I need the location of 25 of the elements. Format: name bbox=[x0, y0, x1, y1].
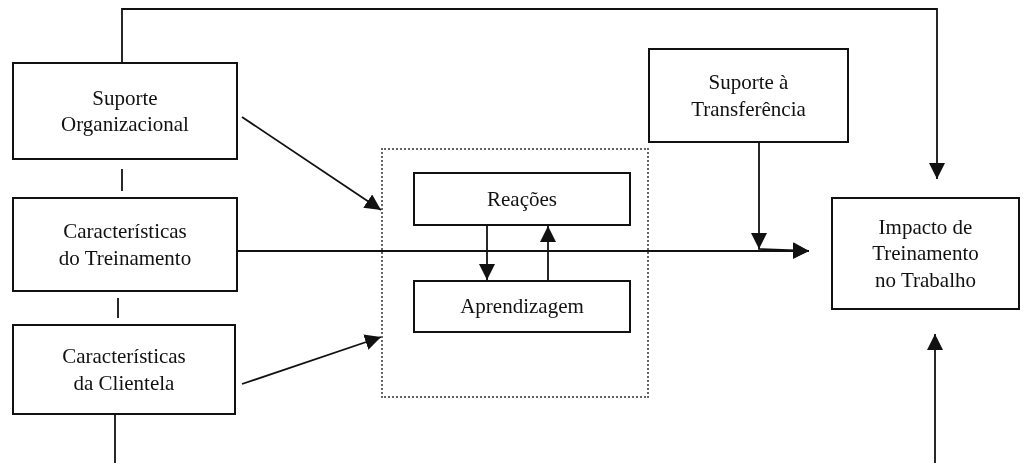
box-label: Suporte Organizacional bbox=[60, 84, 190, 138]
box-label: Reações bbox=[486, 185, 558, 213]
factor-box bbox=[12, 62, 238, 160]
group-frame bbox=[381, 148, 649, 398]
box-label: Características da Clientela bbox=[61, 343, 187, 396]
arrow bbox=[479, 225, 495, 281]
box-label: Impacto de Treinamento no Trabalho bbox=[871, 214, 980, 293]
factor-box bbox=[12, 197, 238, 292]
process-box bbox=[413, 280, 631, 333]
box-label: Aprendizagem bbox=[459, 293, 585, 320]
arrow bbox=[927, 333, 943, 463]
box-label: Suporte à Transferência bbox=[690, 69, 807, 122]
arrow bbox=[241, 116, 382, 211]
arrow bbox=[241, 334, 382, 385]
box-label: Características do Treinamento bbox=[57, 218, 193, 271]
arrow bbox=[121, 8, 945, 180]
connector-line bbox=[117, 297, 119, 319]
arrow bbox=[540, 225, 556, 281]
outcome-box bbox=[831, 197, 1020, 310]
connector-line bbox=[114, 414, 116, 463]
process-box bbox=[413, 172, 631, 226]
connector-line bbox=[121, 168, 123, 192]
factor-box bbox=[648, 48, 849, 143]
factor-box bbox=[12, 324, 236, 415]
arrow bbox=[751, 142, 810, 258]
